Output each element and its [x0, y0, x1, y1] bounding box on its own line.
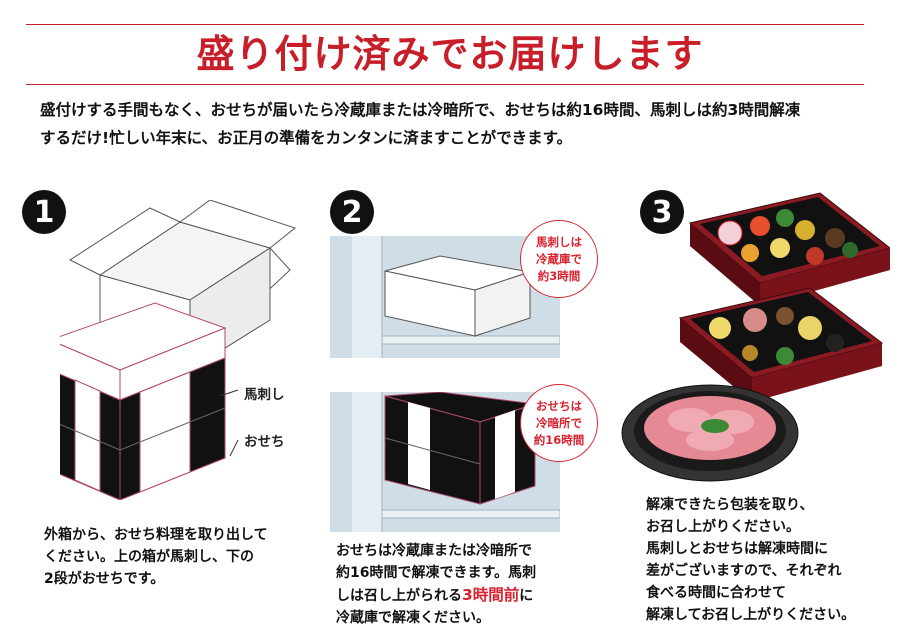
step-1-caption-line: 2段がおせちです。 — [44, 571, 165, 587]
step-3-food-illustration — [621, 192, 890, 482]
step-2-caption-line: 冷蔵庫で解凍ください。 — [336, 610, 490, 626]
step-3-caption-line: 解凍できたら包装を取り、 — [646, 497, 814, 513]
step-1-caption-line: ください。上の箱が馬刺し、下の — [44, 549, 254, 565]
intro-line-1: 盛付けする手間もなく、おせちが届いたら冷蔵庫または冷暗所で、おせちは約16時間、… — [40, 101, 801, 119]
badge-line: 馬刺しは — [536, 234, 582, 249]
step-1-caption-line: 外箱から、おせち料理を取り出して — [44, 527, 268, 543]
badge-basashi-thaw: 馬刺しは 冷蔵庫で 約3時間 — [520, 220, 598, 298]
fridge-basashi-illustration — [330, 236, 560, 358]
badge-line: 冷暗所で — [536, 415, 582, 430]
badge-line: 約16時間 — [533, 432, 585, 447]
step-2-caption: おせちは冷蔵庫または冷暗所で 約16時間で解凍できます。馬刺 しは召し上がられる… — [336, 540, 536, 629]
intro-line-2: するだけ!忙しい年末に、お正月の準備をカンタンに済ますことができます。 — [40, 129, 573, 147]
intro-text: 盛付けする手間もなく、おせちが届いたら冷蔵庫または冷暗所で、おせちは約16時間、… — [40, 96, 890, 152]
step-1-box-illustration — [60, 200, 297, 500]
step-2-number: 2 — [330, 190, 374, 234]
step-1-caption: 外箱から、おせち料理を取り出して ください。上の箱が馬刺し、下の 2段がおせちで… — [44, 524, 268, 590]
step-2-caption-line: 約16時間で解凍できます。馬刺 — [336, 565, 537, 581]
label-osechi: おせち — [244, 434, 285, 450]
badge-osechi-thaw: おせちは 冷暗所で 約16時間 — [520, 384, 598, 462]
step-2-caption-line: おせちは冷蔵庫または冷暗所で — [336, 543, 532, 559]
step-3-caption-line: 差がございますので、それぞれ — [646, 563, 842, 579]
fridge-osechi-illustration — [330, 392, 560, 532]
caption-emphasis: 3時間前 — [462, 586, 520, 604]
step-3-number: 3 — [640, 190, 684, 234]
step-2-caption-line: しは召し上がられる3時間前に — [336, 584, 536, 607]
title-bottom-rule — [26, 84, 864, 85]
step-3-caption-line: 食べる時間に合わせて — [646, 585, 786, 601]
label-basashi: 馬刺し — [244, 387, 285, 403]
badge-line: おせちは — [536, 398, 582, 413]
step-3-caption-line: お召し上がりください。 — [646, 519, 800, 535]
caption-text: しは召し上がられる — [336, 588, 462, 604]
page-title: 盛り付け済みでお届けします — [196, 31, 704, 76]
step-3-caption-line: 解凍してお召し上がりください。 — [646, 607, 856, 623]
title-top-rule — [26, 24, 864, 25]
badge-line: 冷蔵庫で — [536, 251, 582, 266]
step-3-caption-line: 馬刺しとおせちは解凍時間に — [646, 541, 828, 557]
step-1-number: 1 — [22, 190, 66, 234]
caption-text: に — [519, 588, 534, 604]
step-3-caption: 解凍できたら包装を取り、 お召し上がりください。 馬刺しとおせちは解凍時間に 差… — [646, 494, 855, 626]
badge-line: 約3時間 — [537, 268, 581, 283]
